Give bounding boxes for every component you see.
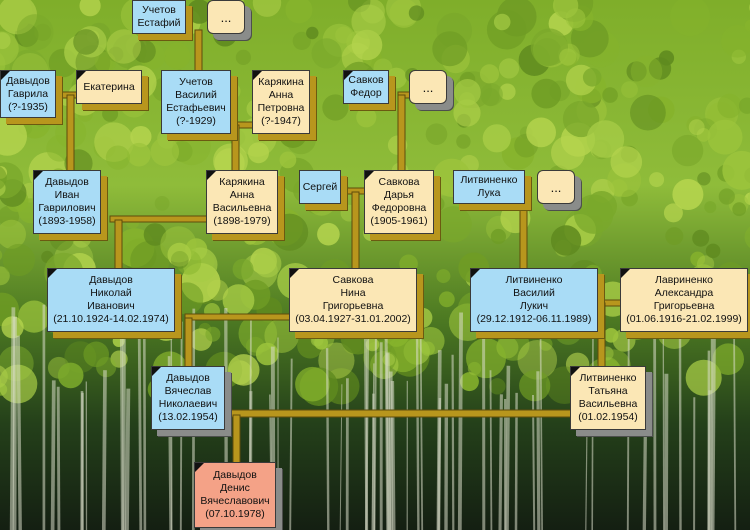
person-text-line: Литвиненко (579, 372, 637, 384)
card-corner-marker (48, 269, 57, 278)
person-text-line: Учетов (179, 76, 213, 88)
person-text-line: Григорьевна (322, 300, 384, 312)
expand-ancestors-fedor-button[interactable]: ... (409, 70, 447, 104)
person-text-line: Лукич (519, 300, 549, 312)
person-text-line: (01.06.1916-21.02.1999) (626, 313, 742, 325)
person-text-line: Естафий (137, 17, 181, 29)
person-text-line: Иванович (87, 300, 135, 312)
person-text-line: (13.02.1954) (158, 411, 218, 423)
person-text-line: Лавриненко (654, 274, 713, 286)
person-text-line: Карякина (258, 76, 304, 88)
person-text-line: Савкова (332, 274, 374, 286)
card-corner-marker (344, 71, 353, 80)
person-text-line: Татьяна (588, 385, 628, 397)
person-text-line: Николаевич (158, 398, 218, 410)
card-corner-marker (152, 367, 161, 376)
person-text-line: Анна (229, 189, 255, 201)
person-text-line: (1893-1958) (38, 215, 96, 227)
person-text-line: Учетов (142, 4, 176, 16)
person-text-line: Григорьевна (653, 300, 715, 312)
card-corner-marker (621, 269, 630, 278)
expand-ancestors-luka-button[interactable]: ... (537, 170, 575, 204)
card-corner-marker (253, 71, 262, 80)
person-text-line: (03.04.1927-31.01.2002) (295, 313, 411, 325)
card-corner-marker (471, 269, 480, 278)
card-corner-marker (571, 367, 580, 376)
person-text-line: Гаврилович (38, 202, 96, 214)
person-text-line: Литвиненко (505, 274, 563, 286)
person-text-line: Иван (54, 189, 80, 201)
person-text-line: Нина (340, 287, 366, 299)
expand-ancestors-estafiy-button[interactable]: ... (207, 0, 245, 34)
person-text-line: Васильевна (212, 202, 272, 214)
card-corner-marker (1, 71, 10, 80)
card-corner-marker (365, 171, 374, 180)
person-text-line: Вячеславович (200, 495, 270, 507)
person-text-line: Екатерина (83, 80, 135, 93)
person-text-line: (21.10.1924-14.02.1974) (53, 313, 169, 325)
card-corner-marker (195, 463, 204, 472)
person-text-line: Савкова (378, 176, 420, 188)
person-text-line: Анна (268, 89, 294, 101)
person-text-line: ... (550, 179, 562, 195)
person-text-line: Александра (654, 287, 714, 299)
card-corner-marker (77, 71, 86, 80)
person-text-line: (?-1947) (261, 115, 301, 127)
person-text-line: (29.12.1912-06.11.1989) (476, 313, 592, 325)
person-text-line: Карякина (219, 176, 265, 188)
person-text-line: Дарья (384, 189, 414, 201)
person-ekaterina[interactable]: Екатерина (76, 70, 142, 104)
person-text-line: Сергей (302, 180, 338, 193)
person-text-line: Естафьевич (166, 102, 226, 114)
person-text-line: Давыдов (45, 176, 89, 188)
person-text-line: (1898-1979) (213, 215, 271, 227)
person-text-line: Давыдов (166, 372, 210, 384)
person-sergey[interactable]: Сергей (299, 170, 341, 204)
person-text-line: Василий (175, 89, 217, 101)
person-text-line: Вячеслав (164, 385, 212, 397)
person-text-line: ... (422, 79, 434, 95)
person-text-line: Литвиненко (460, 174, 518, 186)
person-text-line: Федор (350, 87, 382, 99)
person-text-line: Денис (220, 482, 250, 494)
person-text-line: (1905-1961) (370, 215, 428, 227)
person-text-line: (01.02.1954) (578, 411, 638, 423)
person-text-line: (?-1929) (176, 115, 216, 127)
person-text-line: Васильевна (578, 398, 638, 410)
person-text-line: Николай (90, 287, 132, 299)
card-corner-marker (34, 171, 43, 180)
person-text-line: Давыдов (89, 274, 133, 286)
person-text-line: Петровна (257, 102, 305, 114)
person-text-line: (07.10.1978) (205, 508, 265, 520)
person-text-line: Давыдов (213, 469, 257, 481)
person-text-line: Давыдов (6, 74, 50, 87)
person-text-line: Лука (477, 187, 501, 199)
person-text-line: Гаврила (7, 87, 49, 100)
person-text-line: ... (220, 9, 232, 25)
person-text-line: Савков (348, 74, 384, 86)
person-text-line: Федоровна (371, 202, 427, 214)
person-text-line: Василий (513, 287, 555, 299)
card-corner-marker (290, 269, 299, 278)
card-corner-marker (207, 171, 216, 180)
person-text-line: (?-1935) (8, 100, 48, 113)
